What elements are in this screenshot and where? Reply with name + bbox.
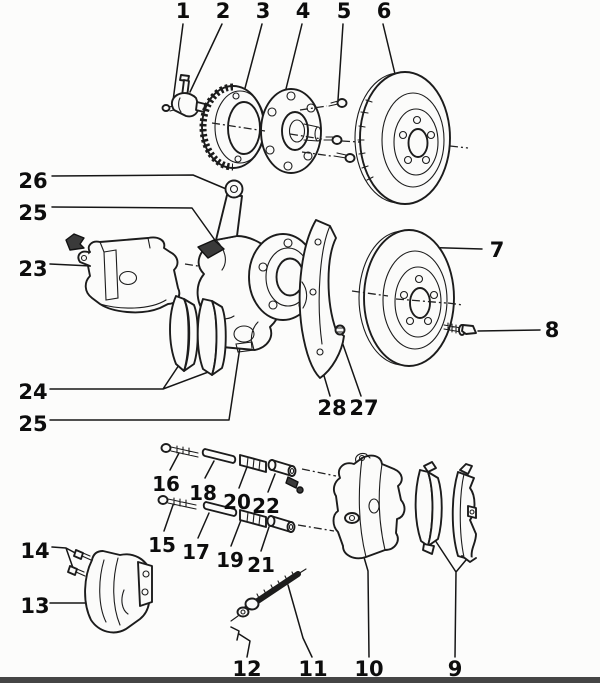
brake-pads-upper (169, 295, 227, 376)
callout-6: 6 (377, 0, 392, 23)
callout-labels: 1 2 3 4 5 6 26 25 23 24 25 7 8 28 27 16 … (18, 0, 559, 681)
callout-2: 2 (216, 0, 231, 23)
callout-3: 3 (256, 0, 271, 23)
callout-10: 10 (354, 657, 383, 681)
callout-4: 4 (296, 0, 311, 23)
brake-disc-solid (351, 229, 464, 367)
callout-9: 9 (448, 657, 463, 681)
axis-line-hw-upper (301, 468, 337, 477)
abs-speed-sensor (170, 74, 206, 118)
splash-shield (298, 219, 345, 379)
callout-7: 7 (490, 238, 505, 262)
guide-bushing-lower (239, 509, 267, 528)
callout-26: 26 (18, 169, 47, 193)
callout-25a: 25 (18, 201, 47, 225)
callout-13: 13 (20, 594, 49, 618)
guide-pin-lower (202, 501, 238, 517)
callout-11: 11 (298, 657, 327, 681)
wheel-bolt (443, 322, 477, 336)
brake-hose (230, 568, 307, 622)
callout-5: 5 (337, 0, 352, 23)
callout-14: 14 (20, 539, 49, 563)
page-bottom-border (0, 677, 600, 683)
guide-bolt-lower (157, 495, 197, 510)
hose-clip (230, 626, 240, 641)
callout-23: 23 (18, 257, 47, 281)
callout-20: 20 (223, 490, 251, 514)
axis-line-hw-lower (297, 524, 335, 532)
callout-28: 28 (317, 396, 346, 420)
bleeder-screw (285, 476, 304, 494)
abs-tone-ring (199, 83, 266, 171)
axis-line-top (211, 122, 266, 132)
wheel-hub (260, 88, 322, 174)
callout-12: 12 (232, 657, 261, 681)
callout-8: 8 (545, 318, 560, 342)
callout-19: 19 (216, 548, 244, 572)
brake-pad-inner (414, 461, 443, 555)
brake-caliper-assembled (65, 233, 181, 314)
shield-bolt (334, 324, 346, 336)
callout-1: 1 (176, 0, 191, 23)
callout-15: 15 (148, 533, 176, 557)
guide-bushing-upper (239, 454, 267, 473)
brake-disc-vented (354, 71, 469, 205)
callout-18: 18 (189, 481, 217, 505)
guide-sleeve-lower (266, 515, 296, 533)
caliper-dust-shield (84, 550, 153, 634)
callout-17: 17 (182, 540, 210, 564)
guide-sleeve-upper (267, 459, 297, 477)
guide-bolt-upper (160, 443, 199, 458)
brake-pad-outer (451, 463, 477, 563)
guide-pin-upper (201, 448, 237, 464)
callout-24: 24 (18, 380, 47, 404)
brake-caliper-housing (332, 452, 406, 560)
callout-21: 21 (247, 553, 275, 577)
hub-bolts (289, 98, 393, 163)
callout-16: 16 (152, 472, 180, 496)
callout-22: 22 (252, 494, 280, 518)
callout-25b: 25 (18, 412, 47, 436)
callout-27: 27 (349, 396, 378, 420)
shield-screws (67, 549, 92, 577)
